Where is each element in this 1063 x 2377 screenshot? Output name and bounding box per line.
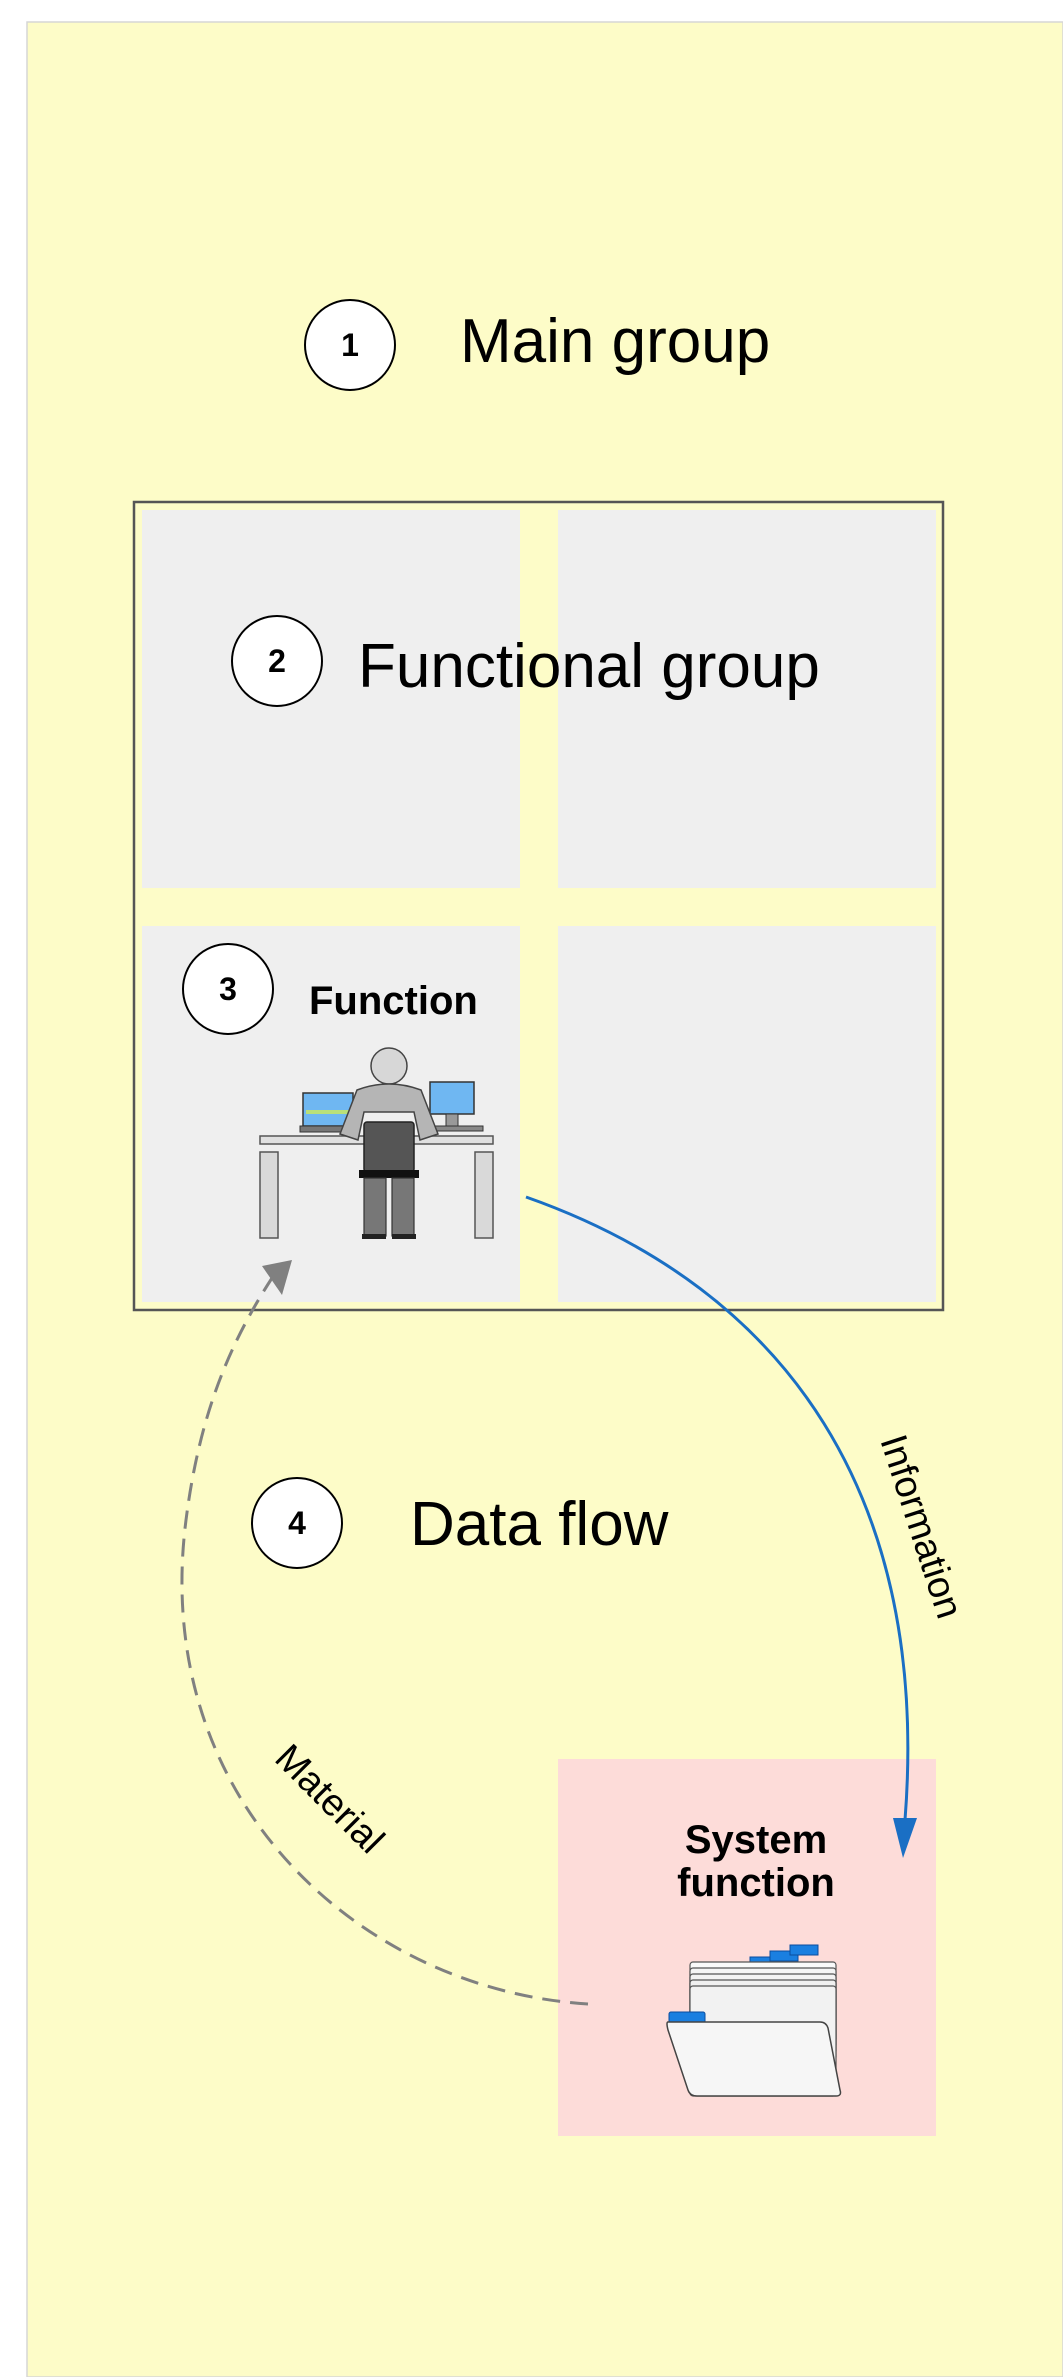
data-flow-legend: 4 Data flow [251,1477,669,1569]
badge-2 [231,615,323,707]
system-function-label-line1: System [685,1818,827,1862]
system-function-label-line2: function [677,1861,835,1905]
badge-2-number: 2 [268,643,286,679]
badge-4-number: 4 [288,1505,306,1541]
badge-1 [304,299,396,391]
functional-group-cell-top-right [558,510,936,888]
main-group-legend: 1 Main group [304,299,770,391]
badge-3-number: 3 [219,971,237,1007]
badge-4 [251,1477,343,1569]
functional-group-cell-top-left [142,510,520,888]
functional-group-label: Functional group [358,632,820,701]
main-group-label: Main group [460,307,770,376]
person-at-desk-icon [259,1047,494,1239]
main-group-frame [132,500,945,1312]
functional-group-legend: 2 Functional group [231,615,820,707]
functional-group-cell-bottom-right [558,926,936,1302]
badge-1-number: 1 [341,327,359,363]
file-folder-icon [666,1944,842,2097]
function-legend: 3 Function [182,943,478,1035]
badge-3 [182,943,274,1035]
data-flow-label: Data flow [410,1490,669,1559]
function-label: Function [309,979,478,1023]
